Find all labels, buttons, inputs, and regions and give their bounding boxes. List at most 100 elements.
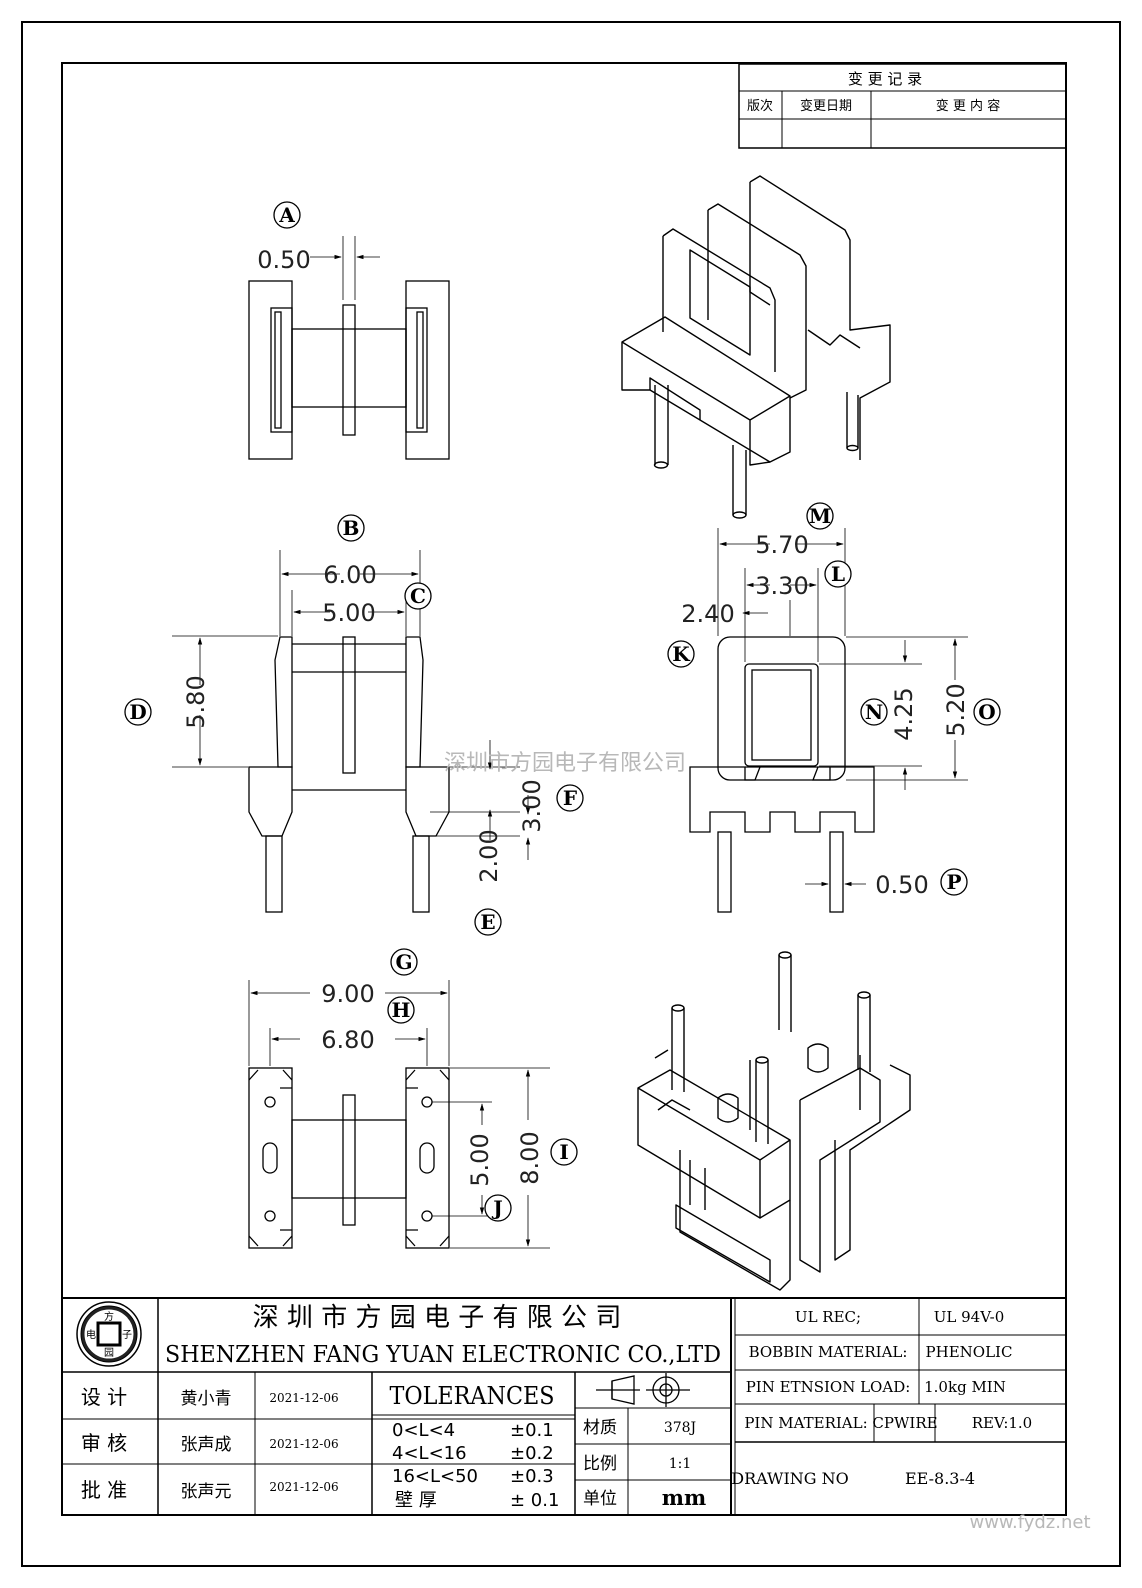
view-isometric-top (621, 175, 891, 519)
callout-e: E (474, 908, 502, 936)
drawing-no: EE-8.3-4 (905, 1469, 975, 1488)
callout-f: F (556, 784, 584, 812)
date-approve: 2021-12-06 (269, 1480, 338, 1494)
pin-material-value: CPWIRE (872, 1414, 937, 1432)
tol-range-wall: 壁 厚 (395, 1490, 437, 1511)
spec-unit-label: 单位 (583, 1489, 617, 1509)
logo-char-top: 方 (104, 1310, 114, 1323)
ul-rec-value: UL 94V-0 (934, 1308, 1005, 1326)
header-date: 变更日期 (800, 98, 852, 114)
date-check: 2021-12-06 (269, 1437, 338, 1451)
pin-load-label: PIN ETNSION LOAD: (746, 1378, 911, 1396)
callout-letter: D (129, 700, 146, 724)
tol-range-2: 4<L<16 (392, 1443, 467, 1464)
role-check: 审 核 (81, 1431, 127, 1455)
drawing-no-label: DRAWING NO (731, 1469, 849, 1488)
callout-i: I (550, 1138, 578, 1166)
dim-h: 6.80 (321, 1026, 374, 1054)
dim-a: 0.50 (257, 246, 310, 274)
ul-rec-label: UL REC; (795, 1308, 861, 1326)
date-design: 2021-12-06 (269, 1391, 338, 1405)
header-version: 版次 (747, 98, 773, 114)
company-watermark: 深圳市方园电子有限公司 (444, 751, 686, 776)
callout-a: A (273, 201, 301, 229)
revision: REV:1.0 (972, 1414, 1032, 1432)
pin-material-label: PIN MATERIAL: (744, 1414, 867, 1432)
callout-g: G (390, 948, 418, 976)
dim-b: 6.00 (323, 561, 376, 589)
dim-j: 5.00 (466, 1133, 494, 1186)
callout-letter: B (343, 516, 360, 540)
dim-c: 5.00 (322, 599, 375, 627)
site-watermark: www.fydz.net (969, 1512, 1090, 1533)
callout-letter: M (809, 504, 831, 528)
spec-material-label: 材质 (583, 1418, 617, 1438)
callout-o: O (973, 698, 1001, 726)
logo-char-left: 电 (86, 1328, 96, 1341)
callout-p: P (940, 868, 968, 896)
callout-letter: E (480, 910, 495, 934)
header-content: 变 更 内 容 (936, 98, 1000, 114)
view-isometric-bottom (637, 951, 911, 1291)
dim-i: 8.00 (516, 1131, 544, 1184)
dim-l: 3.30 (755, 572, 808, 600)
logo-char-bottom: 园 (104, 1347, 114, 1359)
view-front (172, 550, 531, 913)
tolerances-title: TOLERANCES (390, 1382, 555, 1410)
name-approve: 张声元 (181, 1482, 232, 1502)
tol-range-3: 16<L<50 (392, 1466, 478, 1487)
spec-material-value: 378J (664, 1420, 696, 1436)
callout-d: D (124, 698, 152, 726)
callout-letter: H (392, 998, 411, 1022)
callouts: A B C D E F GH I J K L M N O P (124, 201, 1001, 1222)
callout-letter: K (672, 642, 690, 666)
view-top (248, 236, 450, 460)
dim-p: 0.50 (875, 871, 928, 899)
company-name-cn: 深 圳 市 方 园 电 子 有 限 公 司 (253, 1303, 622, 1333)
change-record-title: 变 更 记 录 (848, 70, 922, 88)
target-symbol-icon (646, 1373, 690, 1407)
callout-letter: C (410, 584, 426, 608)
tol-range-1: 0<L<4 (392, 1420, 455, 1441)
callout-l: L (824, 560, 852, 588)
projection-symbol-icon (596, 1375, 640, 1405)
callout-letter: O (978, 700, 995, 724)
tol-value-3: ±0.3 (510, 1466, 554, 1487)
tol-value-wall: ± 0.1 (510, 1490, 559, 1511)
dim-f: 3.00 (518, 779, 546, 832)
spec-scale-label: 比例 (583, 1454, 617, 1474)
callout-letter: I (559, 1140, 568, 1164)
callout-letter: L (831, 562, 845, 586)
role-approve: 批 准 (81, 1478, 127, 1502)
callout-letter: G (395, 950, 412, 974)
role-design: 设 计 (81, 1385, 127, 1409)
dim-e: 2.00 (475, 829, 503, 882)
callout-c: C (404, 582, 432, 610)
callout-letter: J (491, 1196, 502, 1220)
outer-border (21, 21, 1121, 1567)
tol-value-1: ±0.1 (510, 1420, 554, 1441)
dim-k: 2.40 (681, 600, 734, 628)
callout-letter: N (865, 700, 883, 724)
callout-k: K (667, 640, 695, 668)
dim-n: 4.25 (890, 687, 918, 740)
pin-load-value: 1.0kg MIN (924, 1378, 1006, 1396)
callout-j: J (484, 1194, 512, 1222)
dim-d: 5.80 (182, 675, 210, 728)
callout-b: B (337, 514, 365, 542)
callout-letter: A (278, 203, 295, 227)
company-name-en: SHENZHEN FANG YUAN ELECTRONIC CO.,LTD (165, 1342, 721, 1368)
callout-h: H (387, 996, 415, 1024)
change-record-table: 变 更 记 录 版次 变更日期 变 更 内 容 (738, 63, 1067, 149)
dim-g: 9.00 (321, 980, 374, 1008)
name-check: 张声成 (181, 1435, 232, 1455)
callout-m: M (806, 502, 834, 530)
tol-value-2: ±0.2 (510, 1443, 554, 1464)
view-side (689, 528, 968, 913)
dim-m: 5.70 (755, 531, 808, 559)
title-block (61, 1297, 1067, 1516)
bobbin-material-label: BOBBIN MATERIAL: (749, 1343, 908, 1361)
callout-letter: P (946, 870, 961, 894)
callout-n: N (860, 698, 888, 726)
